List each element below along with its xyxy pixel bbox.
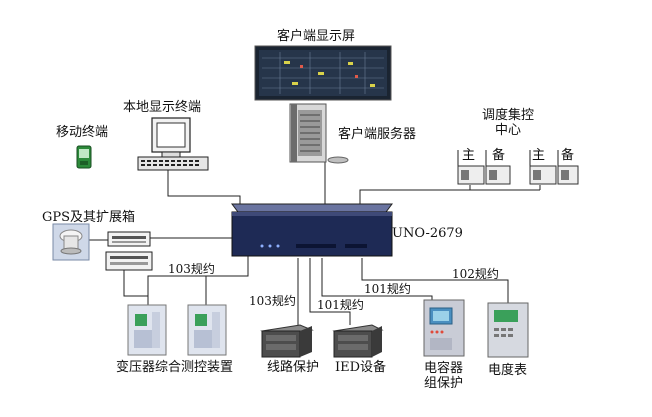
- connection-lines: [88, 160, 541, 325]
- line-protection-label: 线路保护: [267, 360, 320, 375]
- dispatch-unit-pair-2: [529, 150, 579, 185]
- capacitor-protection-label: 电容器 组保护: [424, 361, 464, 391]
- gps-expansion-box: [105, 231, 153, 271]
- client-server: [289, 103, 349, 164]
- mobile-terminal: [76, 145, 92, 169]
- protocol-103-left-label: 103规约: [168, 262, 215, 276]
- main-unit-label: UNO-2679: [392, 226, 463, 241]
- dispatch-main-label-1: 主: [462, 148, 476, 163]
- dispatch-backup-label-1: 备: [492, 148, 506, 163]
- line-protection-device: [260, 324, 314, 358]
- protocol-102-label: 102规约: [452, 267, 499, 281]
- ied-device-label: IED设备: [335, 360, 387, 375]
- dispatch-center-label: 调度集控 中心: [482, 108, 535, 138]
- energy-meter-label: 电度表: [488, 363, 528, 378]
- transformer-device-2: [187, 304, 227, 356]
- client-server-label: 客户端服务器: [338, 127, 417, 142]
- protocol-103-mid-label: 103规约: [249, 294, 296, 308]
- ied-device: [332, 324, 384, 358]
- mobile-terminal-label: 移动终端: [56, 125, 109, 140]
- main-unit-uno-2679: [231, 203, 393, 257]
- transformer-device-label: 变压器综合测控装置: [116, 360, 234, 375]
- client-display-screen-label: 客户端显示屏: [277, 29, 356, 44]
- local-display-terminal-label: 本地显示终端: [123, 100, 202, 115]
- capacitor-protection-device: [423, 299, 465, 357]
- energy-meter-device: [487, 302, 529, 358]
- protocol-101-a-label: 101规约: [317, 298, 364, 312]
- gps-receiver: [52, 223, 90, 261]
- local-display-terminal: [137, 117, 209, 171]
- transformer-device-1: [127, 304, 167, 356]
- dispatch-main-label-2: 主: [532, 148, 546, 163]
- dispatch-unit-pair-1: [457, 150, 511, 185]
- dispatch-backup-label-2: 备: [561, 148, 575, 163]
- gps-box-label: GPS及其扩展箱: [42, 210, 136, 225]
- client-display-screen: [254, 45, 392, 101]
- protocol-101-b-label: 101规约: [364, 282, 411, 296]
